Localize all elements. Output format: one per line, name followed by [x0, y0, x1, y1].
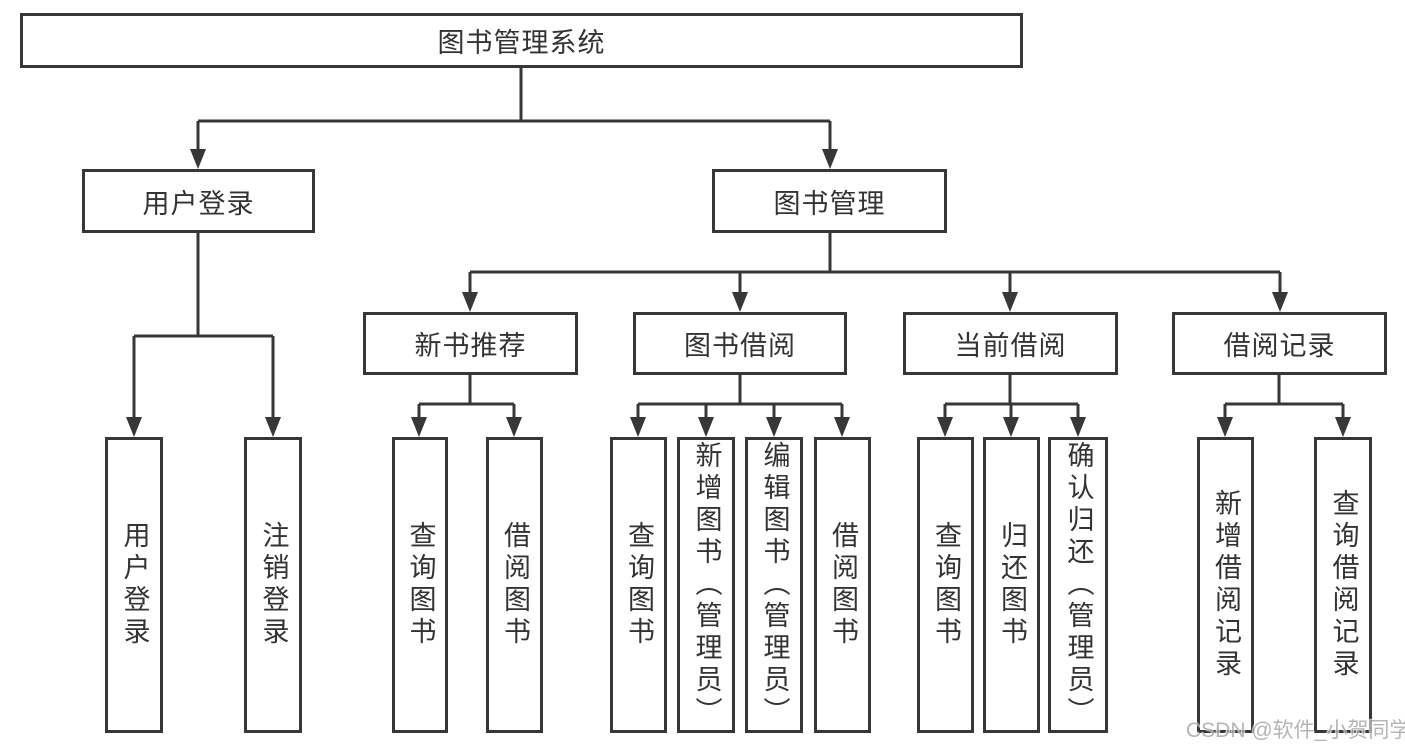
node-user-login-label: 用户登录: [142, 188, 255, 219]
node-leaf-bb-edit: 编辑图书（管理员）: [745, 437, 803, 733]
node-leaf-bb-query: 查询图书: [610, 437, 667, 733]
node-borrow-record: 借阅记录: [1172, 312, 1387, 375]
node-leaf-bb-edit-label: 编辑图书（管理员）: [759, 441, 790, 729]
node-leaf-cb-return-label: 归还图书: [997, 521, 1027, 649]
node-leaf-nbr-query: 查询图书: [392, 437, 448, 733]
node-book-borrow-label: 图书借阅: [684, 331, 796, 361]
node-leaf-bb-borrow: 借阅图书: [814, 437, 871, 733]
node-new-book-rec: 新书推荐: [363, 312, 578, 375]
node-leaf-logout-label: 注销登录: [258, 521, 289, 649]
connector-book-borrow-to-leaves: [636, 375, 844, 419]
node-leaf-bb-query-label: 查询图书: [624, 521, 654, 649]
node-leaf-br-query: 查询借阅记录: [1314, 437, 1372, 733]
node-leaf-br-add: 新增借阅记录: [1197, 437, 1254, 733]
connector-current-borrow-to-leaves: [943, 375, 1080, 419]
node-user-login: 用户登录: [82, 169, 315, 233]
connector-borrow-record-to-leaves: [1223, 375, 1345, 419]
connector-root-to-level2: [196, 68, 832, 151]
node-leaf-br-add-label: 新增借阅记录: [1211, 489, 1241, 681]
node-leaf-bb-add-label: 新增图书（管理员）: [691, 441, 722, 729]
node-book-mgmt: 图书管理: [712, 169, 947, 233]
node-book-mgmt-label: 图书管理: [773, 188, 886, 219]
node-root: 图书管理系统: [20, 13, 1023, 68]
node-current-borrow: 当前借阅: [903, 312, 1118, 375]
node-leaf-bb-borrow-label: 借阅图书: [828, 521, 858, 649]
node-current-borrow-label: 当前借阅: [954, 331, 1067, 361]
node-leaf-nbr-borrow: 借阅图书: [486, 437, 543, 733]
node-leaf-logout: 注销登录: [244, 437, 302, 733]
watermark: CSDN @软件_小贺同学: [1186, 719, 1405, 742]
connector-user-login-to-leaves: [132, 233, 275, 419]
node-leaf-cb-query-label: 查询图书: [931, 521, 961, 649]
node-new-book-rec-label: 新书推荐: [414, 331, 527, 361]
node-root-label: 图书管理系统: [437, 28, 606, 58]
node-leaf-user-login: 用户登录: [105, 437, 163, 733]
node-leaf-br-query-label: 查询借阅记录: [1328, 489, 1359, 681]
node-leaf-nbr-query-label: 查询图书: [405, 521, 436, 649]
connector-new-book-rec-to-leaves: [417, 375, 516, 419]
node-borrow-record-label: 借阅记录: [1223, 331, 1336, 361]
node-leaf-cb-query: 查询图书: [917, 437, 974, 733]
node-leaf-bb-add: 新增图书（管理员）: [677, 437, 735, 733]
node-leaf-cb-return: 归还图书: [983, 437, 1040, 733]
arrowheads: [126, 149, 1351, 437]
connector-book-mgmt-to-level3: [468, 233, 1282, 294]
node-leaf-cb-confirm-label: 确认归还（管理员）: [1063, 441, 1094, 729]
node-leaf-cb-confirm: 确认归还（管理员）: [1048, 437, 1108, 733]
node-leaf-user-login-label: 用户登录: [119, 521, 150, 649]
node-leaf-nbr-borrow-label: 借阅图书: [500, 521, 530, 649]
node-book-borrow: 图书借阅: [633, 312, 847, 375]
